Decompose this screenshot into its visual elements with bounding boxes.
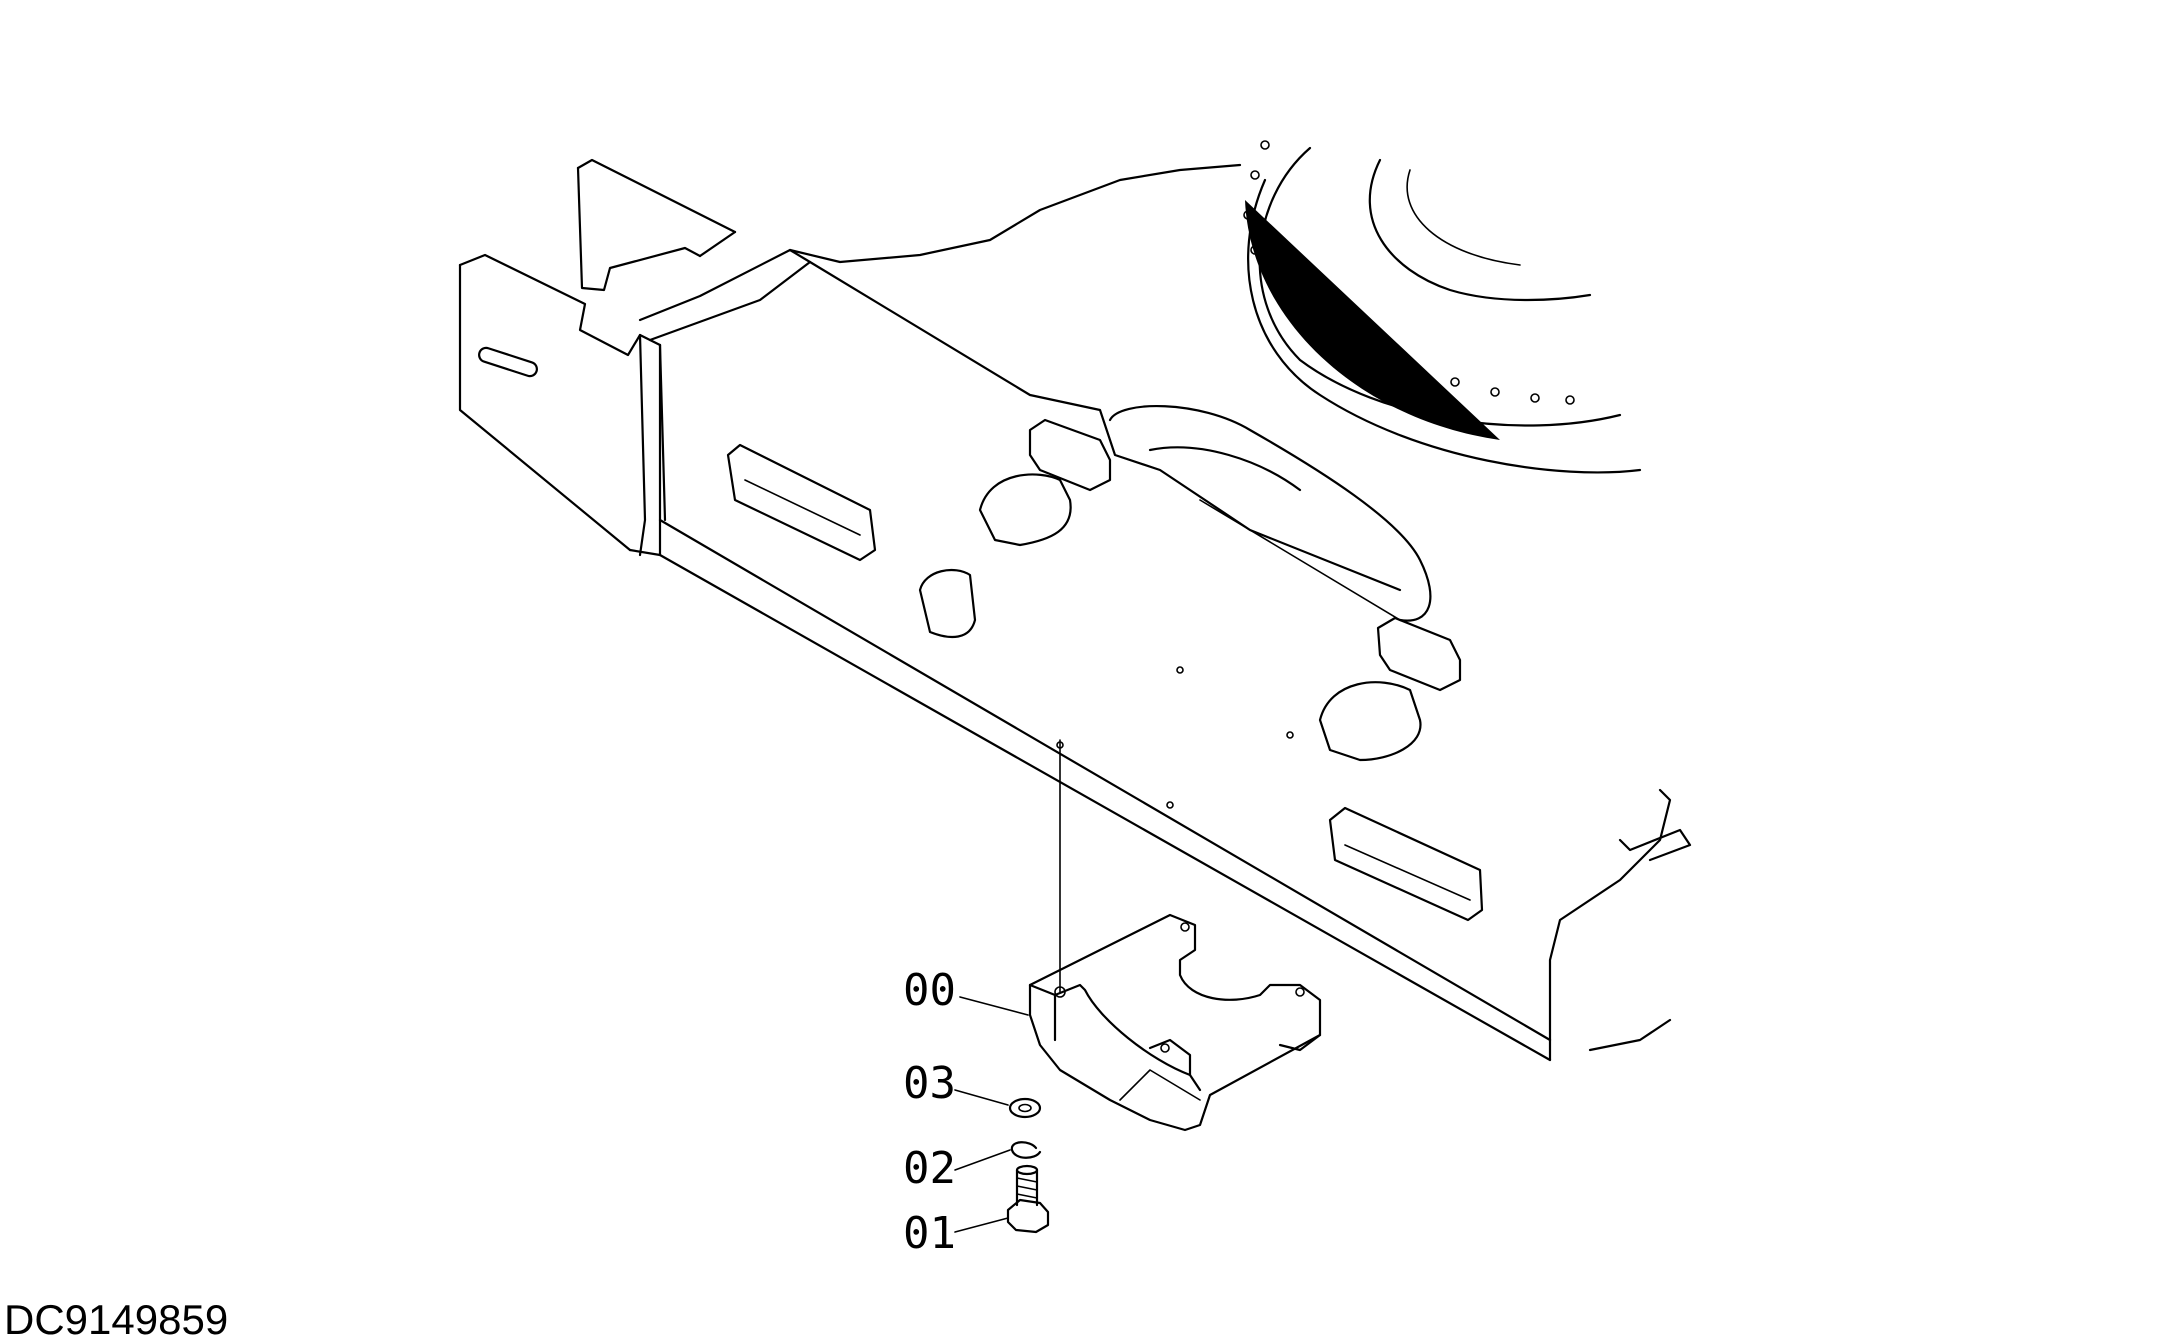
leader-01	[954, 1217, 1009, 1233]
swing-circle	[1243, 140, 1642, 474]
leader-03	[954, 1089, 1009, 1106]
callout-02: 02	[903, 1143, 956, 1194]
callout-00: 00	[903, 965, 956, 1016]
track-guard	[1028, 913, 1322, 1132]
bolt	[1006, 1164, 1050, 1234]
callout-03: 03	[903, 1058, 956, 1109]
document-id: DC9149859	[4, 1296, 229, 1343]
spring-washer	[1010, 1141, 1042, 1159]
leader-00	[959, 996, 1029, 1016]
frame-openings	[726, 418, 1484, 922]
washer	[1008, 1097, 1042, 1119]
leader-02	[954, 1149, 1011, 1171]
center-opening	[1108, 404, 1432, 622]
callout-01: 01	[903, 1208, 956, 1259]
track-frame	[458, 158, 1692, 1062]
